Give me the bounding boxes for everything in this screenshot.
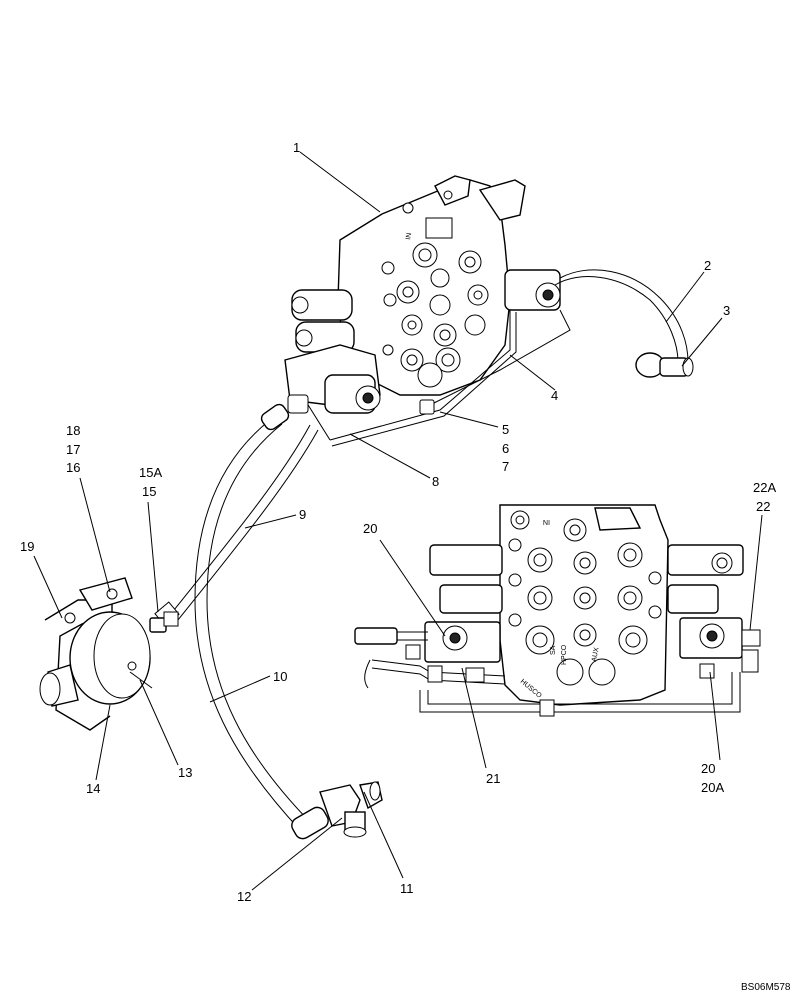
callout-22A: 22A bbox=[753, 480, 776, 495]
callout-14: 14 bbox=[86, 781, 100, 796]
callout-8: 8 bbox=[432, 474, 439, 489]
lower-valve-tubes bbox=[354, 627, 761, 717]
upper-valve-tubes bbox=[287, 269, 689, 447]
callout-19: 19 bbox=[20, 539, 34, 554]
callout-labels: 1 2 3 4 5 6 7 8 9 10 11 12 13 14 15 15A … bbox=[20, 140, 776, 904]
callout-11: 11 bbox=[400, 881, 414, 896]
valve-mark-in-upper: IN bbox=[405, 232, 413, 240]
valve-mark-aux: AUX bbox=[591, 647, 600, 663]
upper-control-valve: IN bbox=[284, 175, 561, 414]
hoses bbox=[154, 403, 319, 831]
callout-10: 10 bbox=[273, 669, 287, 684]
callout-20A: 20A bbox=[701, 780, 724, 795]
accumulator-assembly bbox=[39, 577, 179, 731]
callout-17: 17 bbox=[66, 442, 80, 457]
valve-mark-sa: SA bbox=[550, 645, 557, 655]
callout-5: 5 bbox=[502, 422, 509, 437]
lower-control-valve: IN SA HPCO AUX HUSCO bbox=[424, 504, 744, 706]
callout-21: 21 bbox=[486, 771, 500, 786]
callout-12: 12 bbox=[237, 889, 251, 904]
leader-lines bbox=[33, 151, 763, 891]
callout-6: 6 bbox=[502, 441, 509, 456]
callout-16: 16 bbox=[66, 460, 80, 475]
callout-3: 3 bbox=[723, 303, 730, 318]
callout-4: 4 bbox=[551, 388, 558, 403]
callout-1: 1 bbox=[293, 140, 300, 155]
callout-22: 22 bbox=[756, 499, 770, 514]
drawing-reference: BS06M578 bbox=[741, 982, 791, 993]
callout-15A: 15A bbox=[139, 465, 162, 480]
callout-13: 13 bbox=[178, 765, 192, 780]
swivel-elbows-11-12 bbox=[291, 781, 383, 840]
callout-15: 15 bbox=[142, 484, 156, 499]
callout-2: 2 bbox=[704, 258, 711, 273]
callout-20-left: 20 bbox=[363, 521, 377, 536]
callout-9: 9 bbox=[299, 507, 306, 522]
callout-7: 7 bbox=[502, 459, 509, 474]
valve-mark-hpco: HPCO bbox=[561, 644, 568, 665]
callout-18: 18 bbox=[66, 423, 80, 438]
elbow-fitting-3 bbox=[635, 352, 694, 378]
valve-mark-in-lower: IN bbox=[543, 518, 550, 525]
callout-20-right: 20 bbox=[701, 761, 715, 776]
